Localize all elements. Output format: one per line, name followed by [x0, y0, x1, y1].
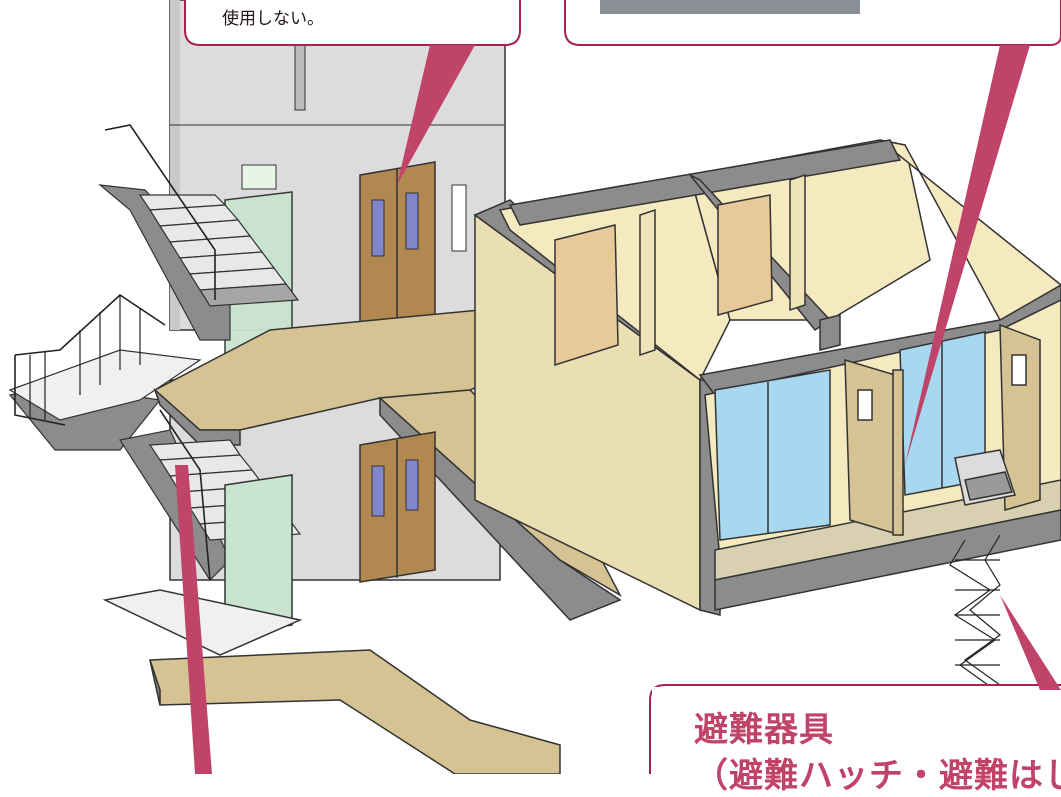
callout-top-right [564, 0, 1061, 465]
upper-stairs [98, 124, 300, 341]
balcony [704, 299, 1061, 611]
elevator-door-lower [359, 431, 436, 583]
evacuation-ladder [949, 534, 1001, 691]
evacuation-equipment-title: 避難器具 [694, 710, 834, 750]
ground-floor-slab [102, 589, 561, 774]
callout-bottom-left-pointer [175, 465, 212, 774]
lower-floor-openings [224, 431, 436, 636]
apartment-unit [473, 139, 1061, 616]
callout-bottom-right [649, 595, 1061, 774]
evacuation-equipment-subtitle: （避難ハッチ・避難はし [694, 756, 1061, 796]
elevator-door-upper [359, 161, 436, 328]
building-cutaway-illustration [8, 0, 1061, 774]
callout-top-left [184, 0, 521, 185]
left-landing [8, 293, 202, 451]
callout-note-text: 使用しない。 [222, 9, 324, 29]
